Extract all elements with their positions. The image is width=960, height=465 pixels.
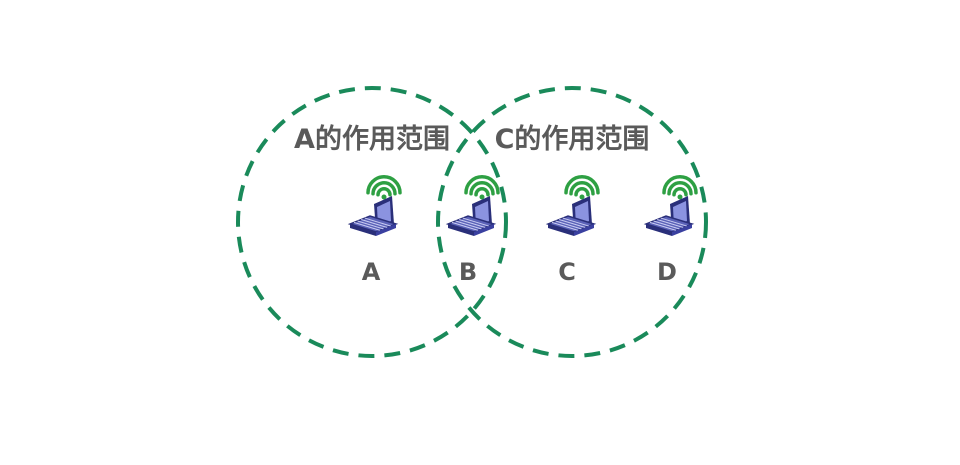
range-circle-c: [436, 86, 708, 358]
node-b: [445, 175, 500, 236]
wifi-signal-icon: [662, 175, 698, 200]
node-c: [545, 175, 600, 236]
wifi-signal-icon: [464, 175, 500, 200]
range-label-c: C的作用范围: [495, 123, 650, 155]
node-label-d: D: [657, 258, 677, 286]
laptop-icon: [347, 196, 399, 236]
node-label-a: A: [362, 258, 381, 286]
range-label-a: A的作用范围: [294, 123, 450, 155]
node-label-c: C: [558, 258, 576, 286]
wifi-signal-icon: [366, 175, 402, 200]
node-d: [643, 175, 698, 236]
node-label-b: B: [459, 258, 477, 286]
laptop-icon: [643, 196, 695, 236]
range-circle-a: [236, 86, 508, 358]
node-a: [347, 175, 402, 236]
laptop-icon: [445, 196, 497, 236]
laptop-icon: [545, 196, 597, 236]
wifi-signal-icon: [564, 175, 600, 200]
